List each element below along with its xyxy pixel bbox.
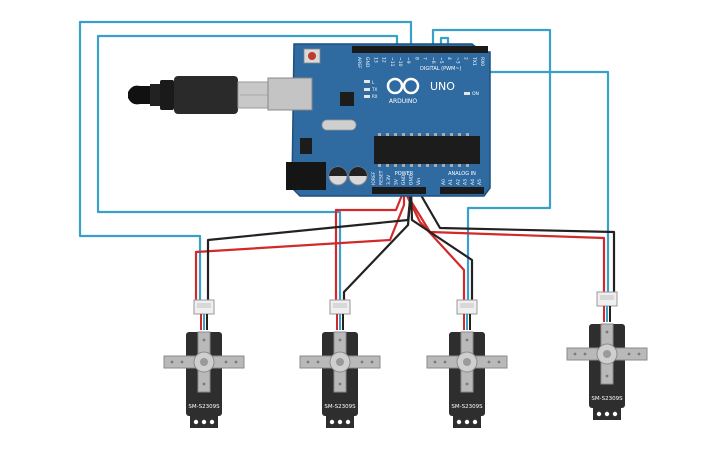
microcontroller-chip [374,136,480,164]
board-model: UNO [430,80,455,93]
analog-pin-label: A1 [448,179,454,185]
analog-pin-label: A3 [463,179,469,185]
analog-label: ANALOG IN [448,171,476,177]
wire-servo3-signal[interactable] [431,28,552,300]
power-pin-label: 5V [394,178,400,185]
power-pin-label: GND [401,174,407,185]
wires [78,20,616,300]
digital-pin-label: 4 [446,57,452,60]
servo-motor[interactable]: SM-S2309S [299,299,381,428]
crystal [321,119,357,131]
analog-pin-label: A0 [441,179,447,185]
power-pin-label: IOREF [371,171,377,185]
voltage-regulator [300,138,312,154]
digital-header [352,46,488,53]
digital-pin-label: 8 [413,57,419,60]
tx-label: TX [371,87,377,92]
digital-pin-label: AREF [356,57,362,69]
power-pin-label: GND [409,174,415,185]
analog-pin-label: A4 [470,179,476,185]
power-header [372,187,426,194]
analog-header [440,187,484,194]
digital-pin-label: ~6 [430,57,436,64]
l-label: L [372,80,375,85]
wire-servo1-signal[interactable] [78,20,413,300]
digital-pin-label: ~3 [454,57,460,64]
servo-model-label: SM-S2309S [188,404,220,410]
power-pin-label: 3.3V [386,174,392,185]
digital-pin-label: ~9 [405,57,411,64]
servo-model-label: SM-S2309S [324,404,356,410]
digital-pin-label: 12 [381,57,387,63]
digital-pin-label: 13 [372,57,378,63]
servo-motor[interactable]: SM-S2309S [566,291,648,420]
power-jack [286,162,326,190]
digital-label: DIGITAL (PWM~) [420,66,462,72]
digital-pin-label: 7 [422,57,428,60]
servo-motor[interactable]: SM-S2309S [426,299,508,428]
power-label: POWER [395,171,414,177]
usb-controller-chip [340,92,354,106]
digital-pin-label: 2 [463,57,469,60]
digital-pin-label: GND [364,57,370,68]
digital-pin-label: ~10 [397,57,403,67]
wire-servo2-ground[interactable] [342,189,413,300]
servo-model-label: SM-S2309S [451,404,483,410]
digital-pin-label: ~5 [438,57,444,64]
usb-jack [267,77,313,111]
board-brand: ARDUINO [389,98,418,105]
servo-motor[interactable]: SM-S2309S [163,299,245,428]
analog-pin-label: A5 [477,179,483,185]
analog-pin-label: A2 [455,179,461,185]
on-label: ON [472,91,479,97]
digital-pin-label: RX0 [479,57,485,66]
arduino-infinity-logo-icon [386,77,420,95]
power-pin-label: Vin [416,178,422,185]
servos: SM-S2309S SM-S2309S SM-S2309S SM-S2309S [163,291,648,428]
wire-servo4-power[interactable] [403,189,606,292]
servo-model-label: SM-S2309S [591,396,623,402]
wire-servo4-ground[interactable] [417,189,616,292]
digital-pin-label: TX1 [471,56,477,66]
wire-servo2-power[interactable] [334,189,406,300]
wire-servo3-ground[interactable] [409,189,474,300]
rx-label: RX [372,94,378,99]
wire-servo1-power[interactable] [194,190,406,300]
power-pin-label: RESET [379,170,385,185]
arduino-board[interactable]: ARDUINO UNO DIGITAL (PWM~) POWER ANALOG … [267,43,491,197]
digital-pin-label: ~11 [389,57,395,67]
